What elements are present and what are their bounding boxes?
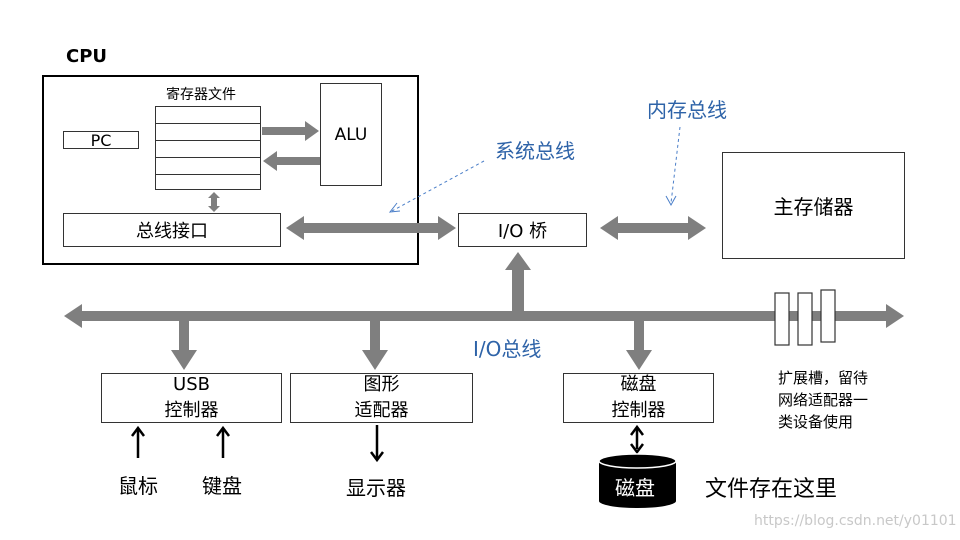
memory-bus-pointer — [670, 126, 681, 204]
display-label: 显示器 — [346, 476, 406, 500]
alu-to-regfile-arrow — [263, 151, 320, 171]
system-bus-arrow — [286, 216, 456, 240]
cpu-box — [42, 75, 419, 265]
bus-interface: 总线接口 — [63, 213, 281, 247]
io-bridge: I/O 桥 — [458, 213, 587, 247]
watermark: https://blog.csdn.net/y01101 — [754, 513, 957, 529]
mouse-label: 鼠标 — [118, 474, 158, 498]
io-bridge-label: I/O 桥 — [497, 221, 548, 242]
usb-controller: USB 控制器 — [101, 373, 282, 423]
disk-controller-line2: 控制器 — [611, 400, 666, 421]
graphics-adapter-line2: 适配器 — [354, 400, 409, 421]
expansion-note-line3: 类设备使用 — [778, 413, 854, 431]
memory-bus-label: 内存总线 — [647, 98, 727, 122]
pc-register: PC — [63, 130, 139, 150]
bus-to-usb-arrow — [171, 321, 197, 370]
register-file — [155, 106, 261, 190]
usb-controller-line2: 控制器 — [164, 400, 219, 421]
bus-to-disk-controller-arrow — [626, 321, 652, 370]
disk-cylinder — [598, 453, 677, 508]
system-bus-label: 系统总线 — [495, 139, 575, 163]
graphics-adapter-line1: 图形 — [363, 374, 400, 395]
usb-controller-line1: USB — [173, 374, 210, 395]
disk-controller: 磁盘 控制器 — [563, 373, 714, 423]
main-memory: 主存储器 — [722, 152, 905, 259]
cpu-title: CPU — [66, 46, 108, 67]
register-file-label: 寄存器文件 — [166, 87, 236, 103]
expansion-slot-2 — [797, 292, 813, 346]
memory-bus-arrow — [600, 216, 706, 240]
keyboard-label: 键盘 — [202, 474, 242, 498]
io-bus-arrow — [64, 304, 904, 328]
main-memory-label: 主存储器 — [773, 195, 854, 219]
io-bus-to-bridge-arrow — [505, 252, 531, 311]
disk-controller-line1: 磁盘 — [620, 374, 657, 395]
alu: ALU — [320, 83, 382, 186]
regfile-bus-interface-arrow — [208, 192, 220, 212]
expansion-note-line2: 网络适配器一 — [778, 391, 869, 409]
expansion-note-line1: 扩展槽，留待 — [778, 369, 869, 387]
pc-label: PC — [90, 130, 112, 150]
io-bus-label: I/O总线 — [473, 337, 542, 361]
graphics-adapter: 图形 适配器 — [290, 373, 473, 423]
bus-to-graphics-arrow — [362, 321, 388, 370]
expansion-slot-1 — [774, 292, 790, 346]
disk-label: 磁盘 — [615, 476, 655, 500]
system-bus-pointer — [391, 160, 485, 212]
regfile-to-alu-arrow — [262, 121, 319, 141]
file-note: 文件存在这里 — [705, 477, 838, 502]
alu-label: ALU — [334, 124, 368, 145]
expansion-slot-3 — [820, 289, 836, 343]
bus-interface-label: 总线接口 — [136, 221, 208, 242]
